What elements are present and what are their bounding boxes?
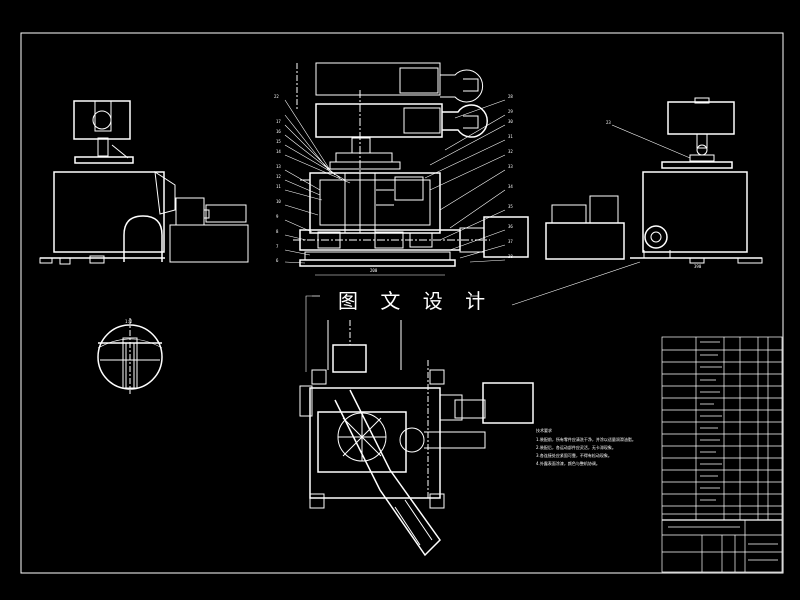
callout-label: 15	[276, 139, 281, 144]
technical-notes: 技术要求 1.装配前，所有零件应清洗干净，并涂以适量润滑油脂。 2.装配后，各运…	[536, 427, 636, 466]
callout-label: 22	[274, 94, 279, 99]
note-line: 1.装配前，所有零件应清洗干净，并涂以适量润滑油脂。	[536, 436, 636, 442]
watermark-text: 图 文 设 计	[338, 289, 493, 313]
left-side-view	[39, 100, 249, 265]
callout-label: 11	[276, 184, 281, 189]
dimension-label: 200	[370, 268, 378, 273]
note-line: 2.装配后，各运动部件应灵活，无卡滞现象。	[536, 444, 616, 450]
callouts-left: 22 17 16 15 14 13 12 11 10 9 8 7 6	[274, 94, 281, 263]
dimension-label: 390	[694, 264, 702, 269]
notes-title: 技术要求	[536, 427, 552, 433]
detail-view	[97, 318, 163, 394]
callout-label: 35	[508, 204, 513, 209]
callout-label: 14	[276, 149, 281, 154]
dimension-label: 23	[606, 120, 611, 125]
callout-label: 6	[276, 258, 279, 263]
callout-label: 16	[276, 129, 281, 134]
note-line: 4.外露表面涂漆，颜色与整机协调。	[536, 460, 600, 466]
note-line: 3.各连接处应紧固可靠，不得有松动现象。	[536, 452, 612, 458]
callout-label: 31	[508, 134, 513, 139]
callout-label: 10	[276, 199, 281, 204]
callout-label: 13	[276, 164, 281, 169]
callout-label: 9	[276, 214, 279, 219]
callout-label: 28	[508, 94, 513, 99]
parts-list-table	[661, 336, 783, 573]
callout-label: 7	[276, 244, 279, 249]
callout-label: 37	[508, 239, 513, 244]
detail-scale-label: 1:2	[125, 319, 133, 324]
plan-view	[299, 295, 534, 557]
dimension-labels: 200 390 23	[370, 120, 702, 273]
callout-label: 29	[508, 109, 513, 114]
callout-label: 12	[276, 174, 281, 179]
callout-label: 36	[508, 224, 513, 229]
right-side-view	[511, 97, 763, 306]
callout-label: 32	[508, 149, 513, 154]
callout-label: 17	[276, 119, 281, 124]
callout-label: 8	[276, 229, 279, 234]
callout-label: 38	[508, 254, 513, 259]
sheet-border	[20, 32, 784, 574]
front-view	[284, 62, 529, 276]
callout-label: 34	[508, 184, 513, 189]
callout-label: 30	[508, 119, 513, 124]
callouts-right: 28 29 30 31 32 33 34 35 36 37 38	[508, 94, 513, 259]
callout-label: 33	[508, 164, 513, 169]
